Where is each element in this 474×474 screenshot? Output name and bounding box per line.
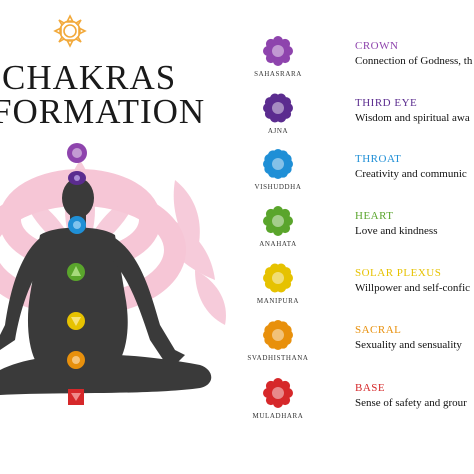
chakra-description: Sexuality and sensuality: [355, 339, 462, 351]
chakra-sanskrit-label: SAHASRARA: [254, 70, 302, 78]
chakra-description: Connection of Godness, th: [355, 55, 473, 67]
chakra-name: SACRAL: [355, 324, 402, 336]
chakra-sanskrit-label: AJNA: [267, 127, 289, 135]
body-crown-chakra: [67, 143, 87, 163]
chakra-description: Sense of safety and grour: [355, 397, 467, 409]
solar-plexus-chakra-icon: [263, 263, 293, 293]
body-sacral-chakra: [67, 351, 85, 369]
title-line-2: FORMATION: [0, 92, 206, 131]
crown-chakra-icon: [263, 36, 293, 66]
chakra-description: Love and kindness: [355, 225, 438, 237]
body-solar-plexus-chakra: [67, 312, 85, 330]
heart-chakra-icon: [263, 206, 293, 236]
chakra-name: SOLAR PLEXUS: [355, 267, 442, 279]
title-line-1: CHAKRAS: [2, 58, 177, 97]
chakra-sanskrit-label: SVADHISTHANA: [247, 354, 309, 362]
meditating-silhouette: [0, 178, 212, 395]
chakra-name: HEART: [355, 210, 394, 222]
body-heart-chakra: [67, 263, 85, 281]
sacral-chakra-icon: [263, 320, 293, 350]
chakra-name: THIRD EYE: [355, 97, 418, 109]
third-eye-chakra-icon: [263, 93, 293, 123]
chakra-description: Willpower and self-confic: [355, 282, 471, 294]
lotus-emblem-icon: [53, 14, 87, 48]
body-throat-chakra: [68, 216, 86, 234]
base-chakra-icon: [263, 378, 293, 408]
chakra-sanskrit-label: VISHUDDHA: [254, 183, 302, 191]
chakra-name: BASE: [355, 382, 386, 394]
chakra-sanskrit-label: MANIPURA: [256, 297, 300, 305]
chakra-description: Creativity and communic: [355, 168, 467, 180]
chakra-name: CROWN: [355, 40, 399, 52]
chakra-description: Wisdom and spiritual awa: [355, 112, 470, 124]
body-base-chakra: [68, 389, 84, 405]
throat-chakra-icon: [263, 149, 293, 179]
body-third-eye-chakra: [68, 171, 86, 185]
chakra-sanskrit-label: ANAHATA: [259, 240, 297, 248]
chakra-sanskrit-label: MULADHARA: [252, 412, 304, 420]
chakra-name: THROAT: [355, 153, 402, 165]
